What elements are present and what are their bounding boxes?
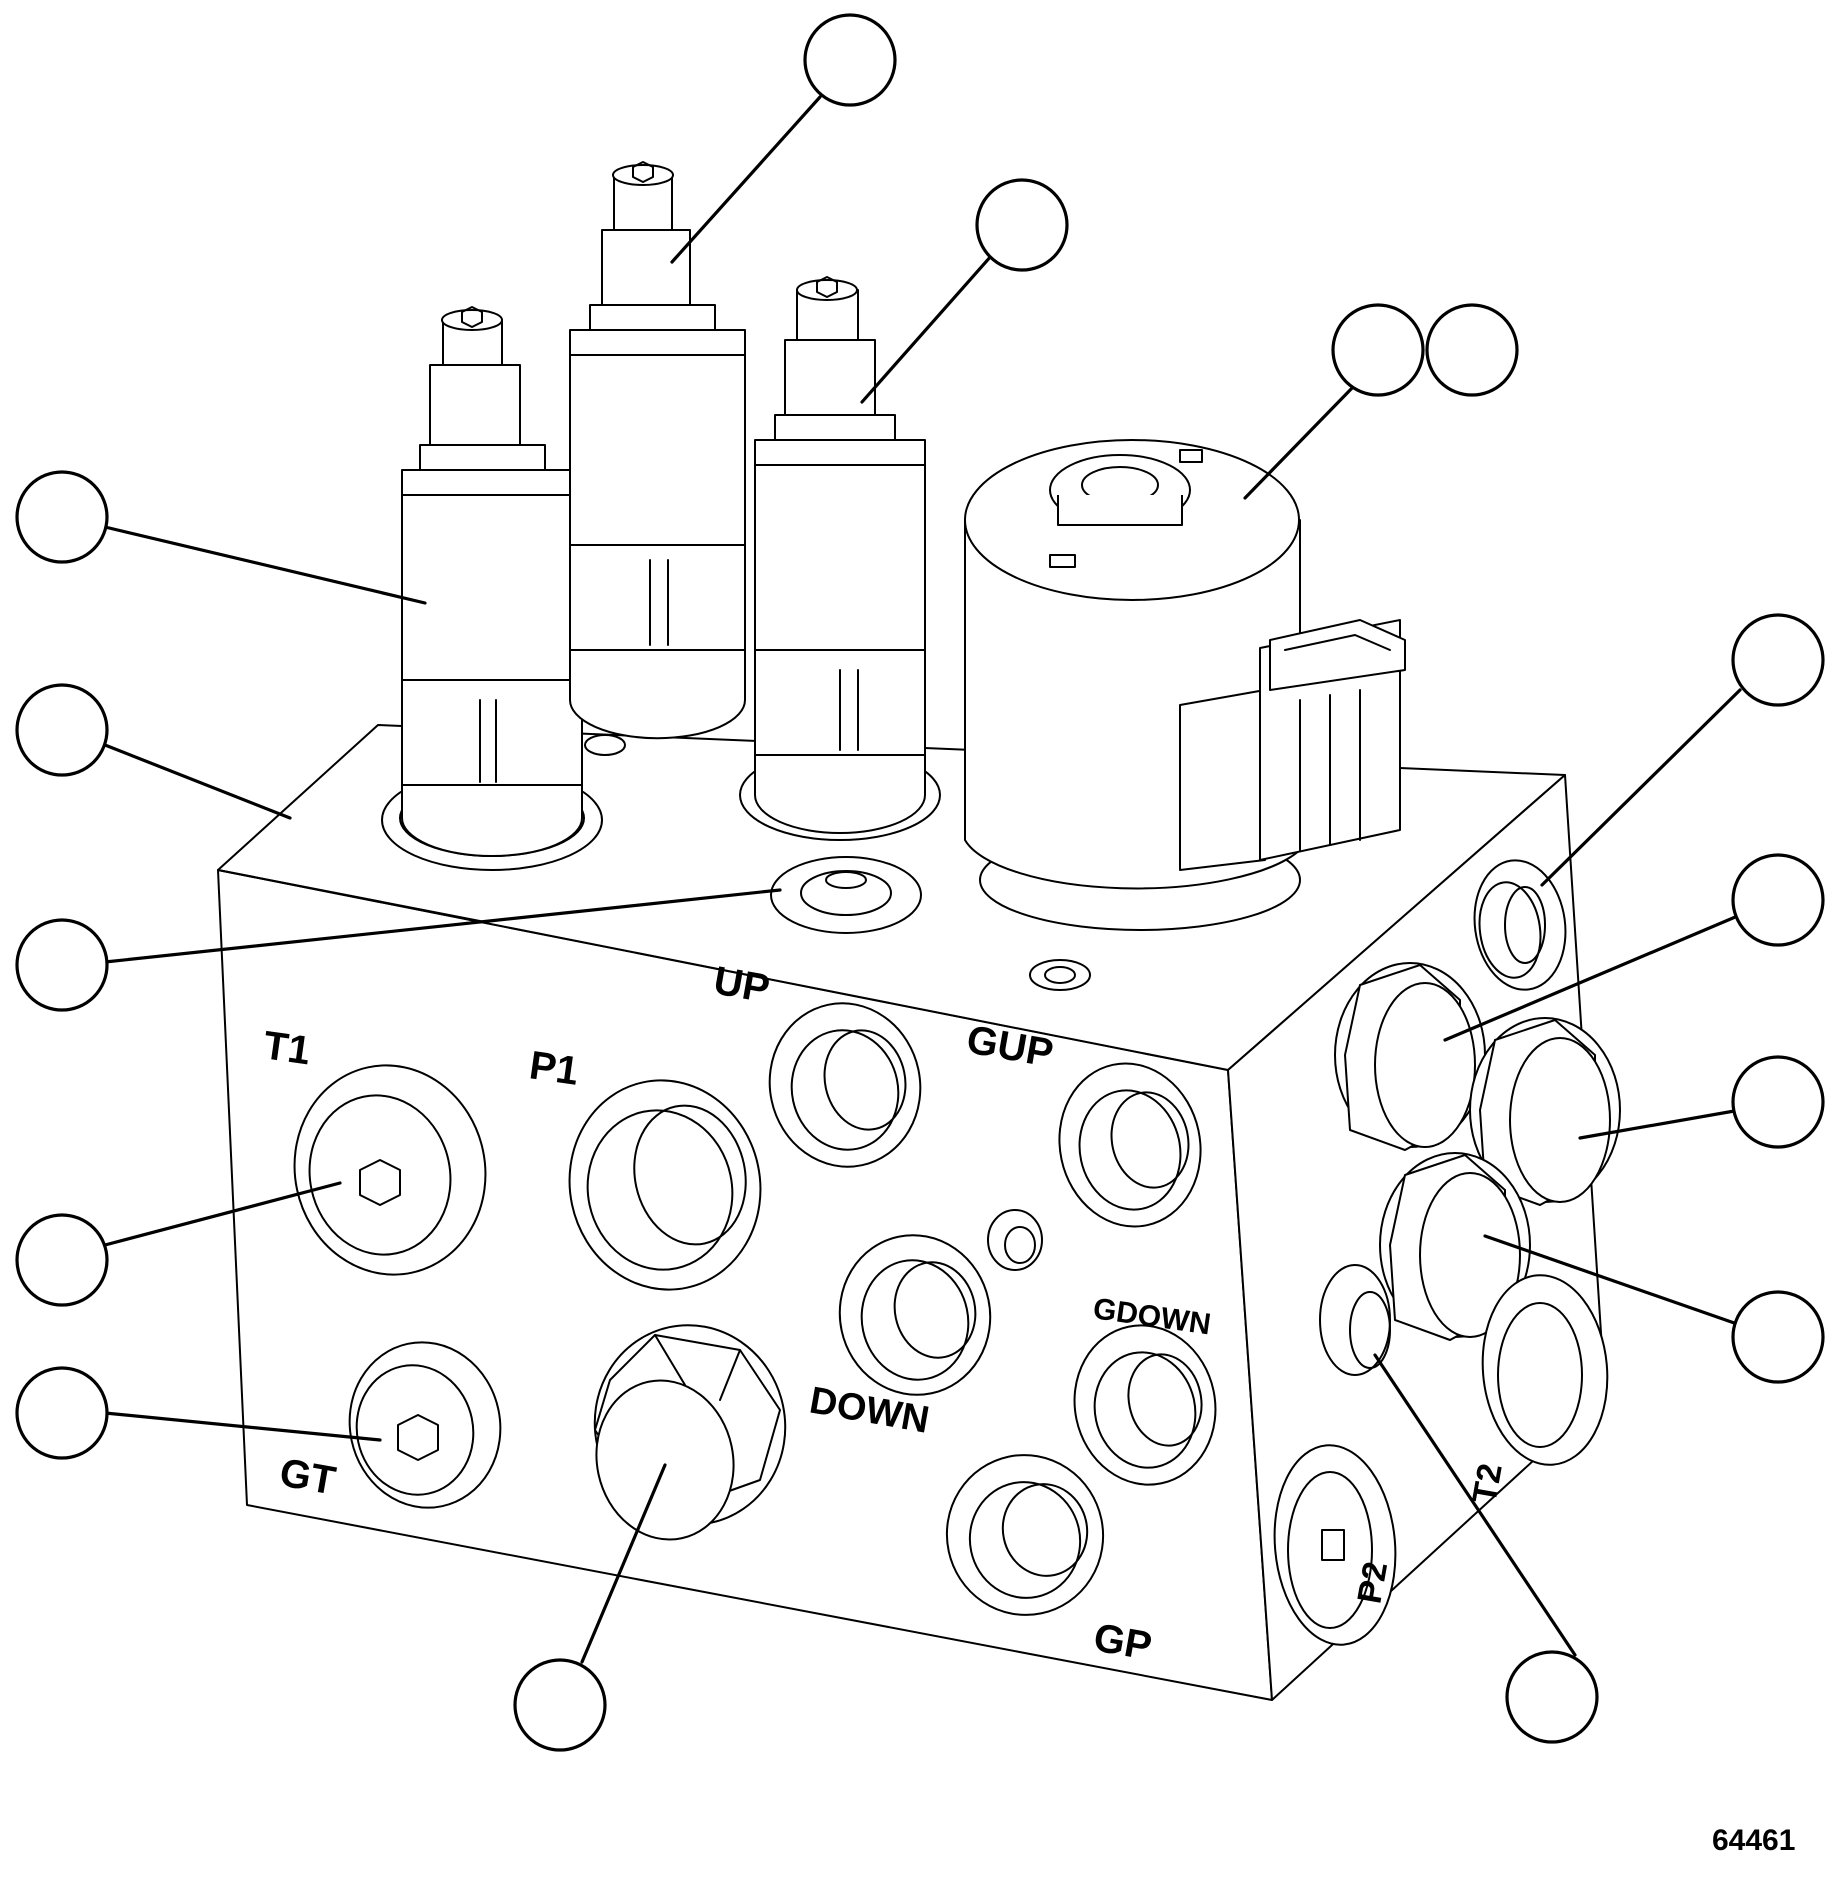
- callout-balloon: [1331, 303, 1425, 397]
- electrical-connector: [1179, 619, 1406, 871]
- callout-balloon: [15, 918, 109, 1012]
- port-p2-plug: [1273, 1444, 1397, 1646]
- right-face-hex-plug-2: [1469, 1017, 1621, 1206]
- callout-balloon: [15, 683, 109, 777]
- right-face-screw-bottom: [1319, 1264, 1391, 1376]
- port-down: [838, 1234, 992, 1396]
- callout-balloon: [1731, 613, 1825, 707]
- callout-balloon: [15, 470, 109, 564]
- label-t2: T2: [1465, 1461, 1509, 1507]
- label-gp: GP: [1090, 1616, 1155, 1669]
- cartridge-valve-left: [381, 306, 603, 871]
- callout-balloon: [1505, 1650, 1599, 1744]
- port-gdown: [1073, 1324, 1217, 1486]
- label-t1: T1: [261, 1023, 313, 1073]
- callout-balloon: [1731, 1055, 1825, 1149]
- label-p1: P1: [527, 1043, 582, 1093]
- port-t1-plug: [293, 1064, 487, 1276]
- port-t2: [1481, 1274, 1609, 1466]
- label-up: UP: [710, 959, 772, 1012]
- callout-balloon: [1731, 853, 1825, 947]
- right-face-hex-plug-3: [1379, 1152, 1531, 1341]
- label-p2: P2: [1350, 1559, 1395, 1607]
- callout-balloon: [1731, 1290, 1825, 1384]
- cartridge-valve-center: [569, 161, 746, 756]
- label-gt: GT: [276, 1451, 338, 1504]
- callout-balloon: [975, 178, 1069, 272]
- port-up: [768, 1002, 922, 1168]
- callout-balloons: [15, 13, 1825, 1752]
- figure-number: 64461: [1712, 1824, 1795, 1857]
- callout-balloon: [513, 1658, 607, 1752]
- port-gp: [945, 1454, 1105, 1616]
- hex-plug-front: [593, 1324, 787, 1541]
- callout-balloon: [1425, 303, 1519, 397]
- port-p1: [568, 1079, 762, 1291]
- callout-balloon: [15, 1366, 109, 1460]
- small-plug-front: [987, 1209, 1043, 1271]
- port-gt-plug: [348, 1341, 502, 1509]
- right-face-screw-top: [1473, 859, 1567, 991]
- leader-lines: [103, 95, 1742, 1664]
- callout-balloon: [15, 1213, 109, 1307]
- callout-balloon: [803, 13, 897, 107]
- cartridge-valve-right: [739, 276, 941, 841]
- top-plug-screw: [770, 856, 1091, 991]
- right-face-hex-plug-1: [1334, 962, 1486, 1151]
- port-gup: [1058, 1062, 1202, 1228]
